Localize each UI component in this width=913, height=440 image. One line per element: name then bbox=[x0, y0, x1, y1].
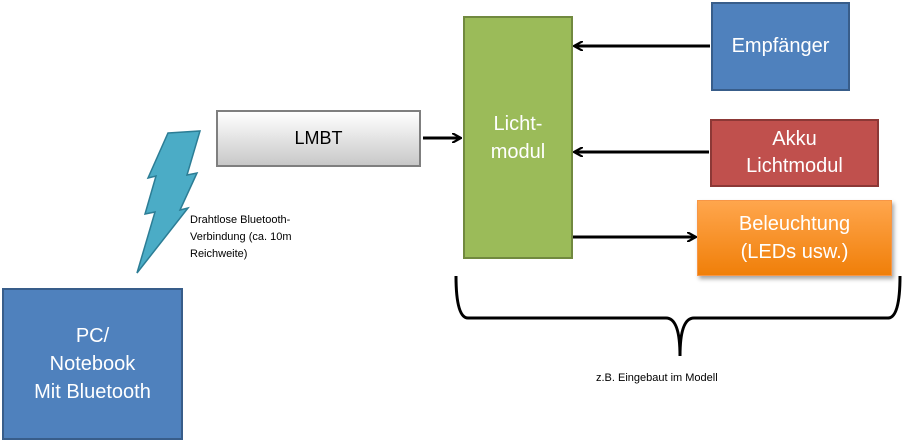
model-group-label: z.B. Eingebaut im Modell bbox=[596, 372, 718, 384]
lightning-bolt-icon bbox=[136, 130, 202, 274]
akku-lichtmodul-node: Akku Lichtmodul bbox=[710, 119, 879, 187]
empfaenger-node: Empfänger bbox=[711, 2, 850, 91]
lmbt-node: LMBT bbox=[216, 110, 421, 167]
bluetooth-connection-label: Drahtlose Bluetooth- Verbindung (ca. 10m… bbox=[190, 214, 292, 260]
pc-notebook-node: PC/ Notebook Mit Bluetooth bbox=[2, 288, 183, 440]
lichtmodul-node: Licht- modul bbox=[463, 16, 573, 259]
curly-brace-icon bbox=[454, 275, 902, 357]
beleuchtung-node: Beleuchtung (LEDs usw.) bbox=[697, 200, 892, 276]
